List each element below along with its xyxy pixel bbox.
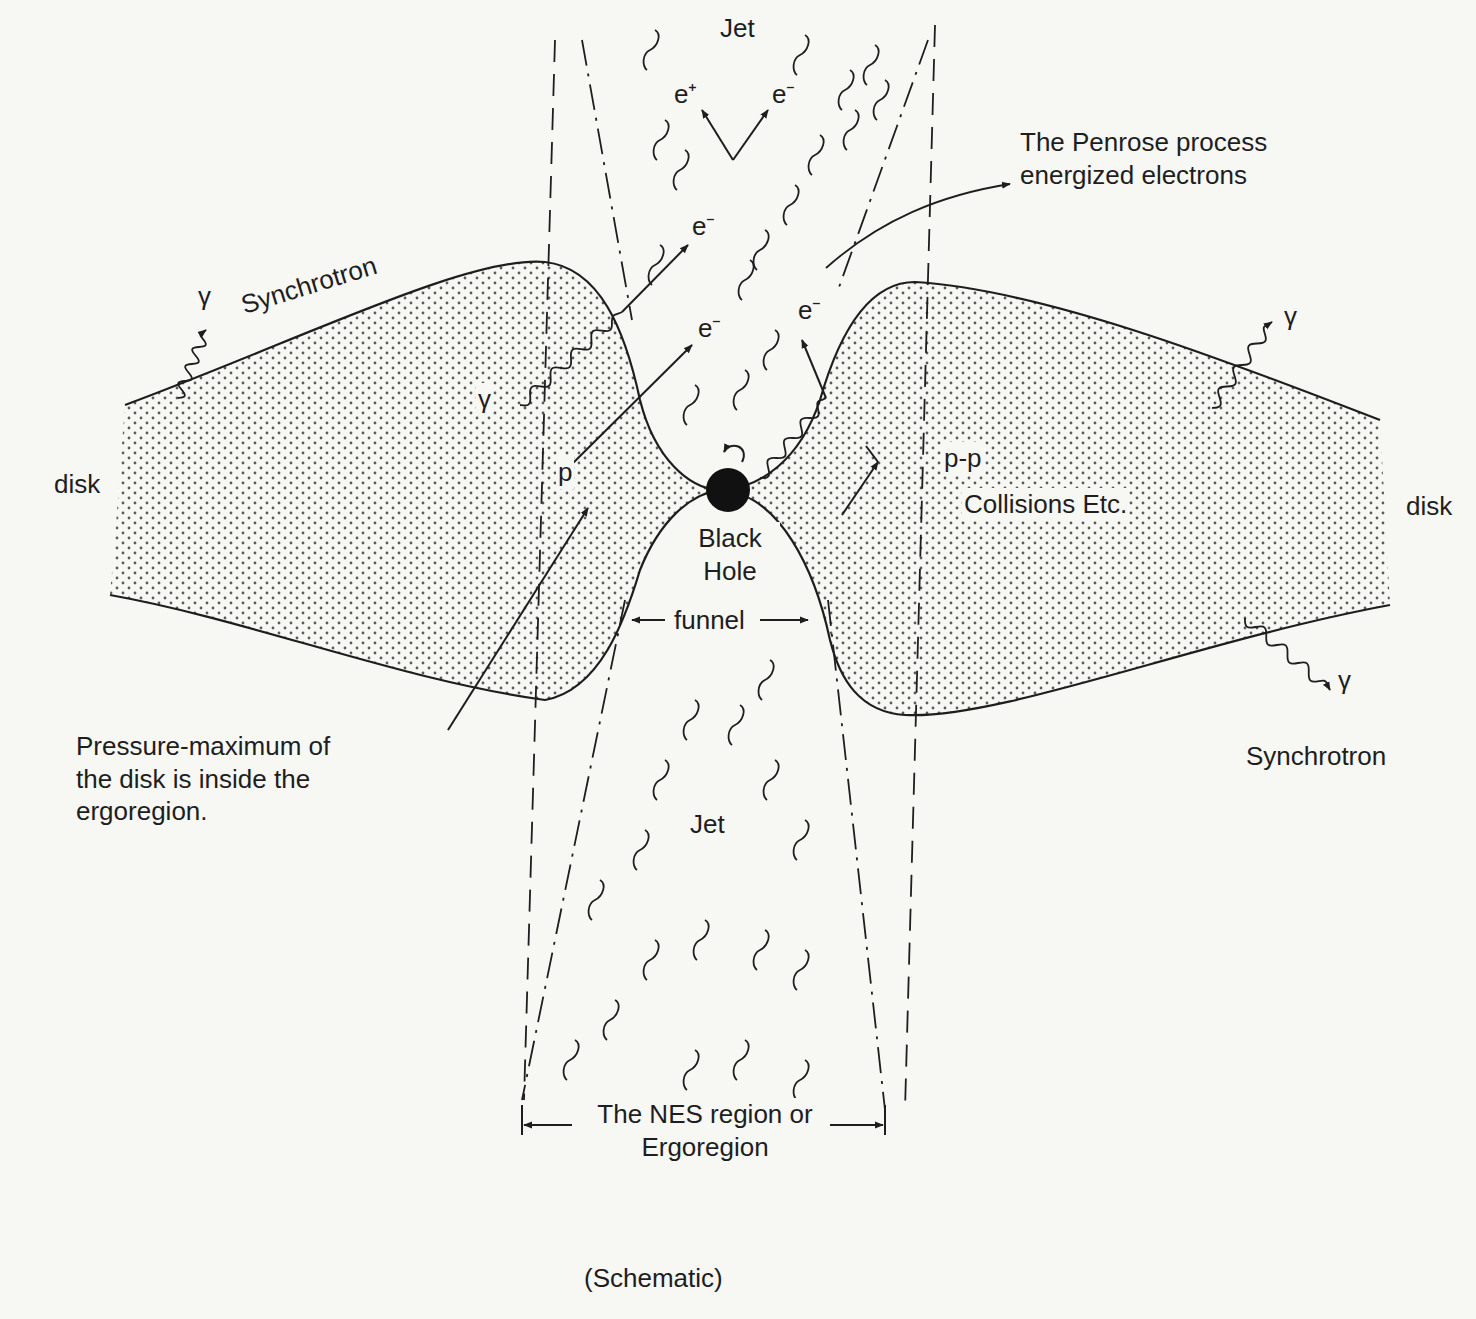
bracket-tick [521, 1105, 523, 1135]
text-label: disk [1404, 490, 1454, 523]
jet-squiggle [684, 700, 699, 740]
jet-squiggle [729, 705, 744, 745]
dimension-arrow [760, 619, 808, 621]
text-label: Black Hole [680, 522, 780, 587]
jet-squiggle [734, 1040, 749, 1080]
particle-arrow [802, 340, 826, 398]
bracket-tick [884, 1105, 886, 1135]
jet-squiggle [564, 1040, 579, 1080]
text-label: e⁻ [690, 210, 717, 243]
text-label: Jet [688, 808, 727, 841]
particle-arrow [842, 462, 878, 515]
dimension-arrow [830, 1124, 883, 1126]
annotation: Pressure-maximum of the disk is inside t… [74, 730, 370, 828]
jet-squiggle [654, 760, 669, 800]
jet-squiggle [784, 185, 799, 225]
jet-squiggle [754, 230, 769, 270]
text-label: p-p [942, 442, 984, 475]
jet-squiggle [794, 820, 809, 860]
particle-arrow [866, 446, 878, 462]
text-label: e⁺ [672, 78, 699, 111]
jet-squiggle [759, 660, 774, 700]
jet-cone-line [838, 40, 928, 290]
text-label: e⁻ [796, 294, 823, 327]
ergoregion-boundary [524, 40, 555, 1100]
disk-fill [110, 262, 718, 700]
jet-squiggle [634, 830, 649, 870]
jet-squiggle [764, 330, 779, 370]
jet-squiggle [874, 80, 889, 120]
leader-line [448, 508, 588, 730]
text-label: γ [1336, 664, 1353, 697]
particle-arrow [622, 245, 688, 312]
caption-note: (Schematic) [582, 1262, 725, 1295]
text-label: Jet [718, 12, 757, 45]
annotation: The Penrose process energized electrons [1018, 126, 1382, 191]
jet-squiggle [649, 245, 664, 285]
particle-arrow [702, 110, 733, 160]
photon-wave [178, 330, 206, 398]
photon-wave [1245, 618, 1330, 690]
jet-squiggle [644, 940, 659, 980]
jet-squiggle [684, 1050, 699, 1090]
disk-fill [722, 282, 1390, 715]
jet-cone-line [582, 40, 632, 320]
text-label: γ [476, 383, 493, 416]
photon-wave [520, 312, 622, 406]
leader-line [826, 184, 1010, 268]
photon-wave [1212, 322, 1272, 408]
disk-outline [110, 262, 718, 700]
text-label: The NES region or Ergoregion [590, 1098, 820, 1163]
jet-squiggle [684, 385, 699, 425]
jet-squiggle [589, 880, 604, 920]
particle-arrow [566, 345, 692, 470]
jet-squiggle [839, 70, 854, 110]
black-hole [706, 468, 750, 512]
jet-squiggle [654, 120, 669, 160]
jet-squiggle [604, 1000, 619, 1040]
jet-squiggle [794, 950, 809, 990]
text-label: γ [196, 280, 213, 313]
jet-squiggle [734, 370, 749, 410]
jet-cone-line [828, 600, 885, 1110]
rotation-arrow [724, 446, 744, 462]
jet-squiggle [864, 45, 879, 85]
disk-outline [722, 282, 1390, 715]
jet-squiggle [794, 1060, 809, 1100]
photon-wave [760, 398, 826, 478]
jet-squiggle [764, 760, 779, 800]
dimension-arrow [632, 619, 665, 621]
jet-squiggle [739, 260, 754, 300]
text-label: e⁻ [770, 78, 797, 111]
text-label: disk [52, 468, 102, 501]
jet-squiggle [754, 930, 769, 970]
jet-squiggle [694, 920, 709, 960]
text-label: γ [1282, 300, 1299, 333]
jet-squiggle [794, 35, 809, 75]
jet-squiggle [674, 150, 689, 190]
jet-squiggle [644, 30, 659, 70]
text-label: p [556, 456, 574, 489]
text-label: funnel [672, 604, 747, 637]
jet-squiggle [809, 135, 824, 175]
ergoregion-boundary [905, 25, 935, 1110]
dimension-arrow [524, 1124, 572, 1126]
particle-arrow [733, 110, 768, 160]
jet-squiggle [844, 110, 859, 150]
text-label: Collisions Etc. [962, 488, 1129, 521]
jet-cone-line [522, 600, 625, 1100]
text-label: Synchrotron [1244, 740, 1388, 773]
text-label: e⁻ [696, 312, 723, 345]
